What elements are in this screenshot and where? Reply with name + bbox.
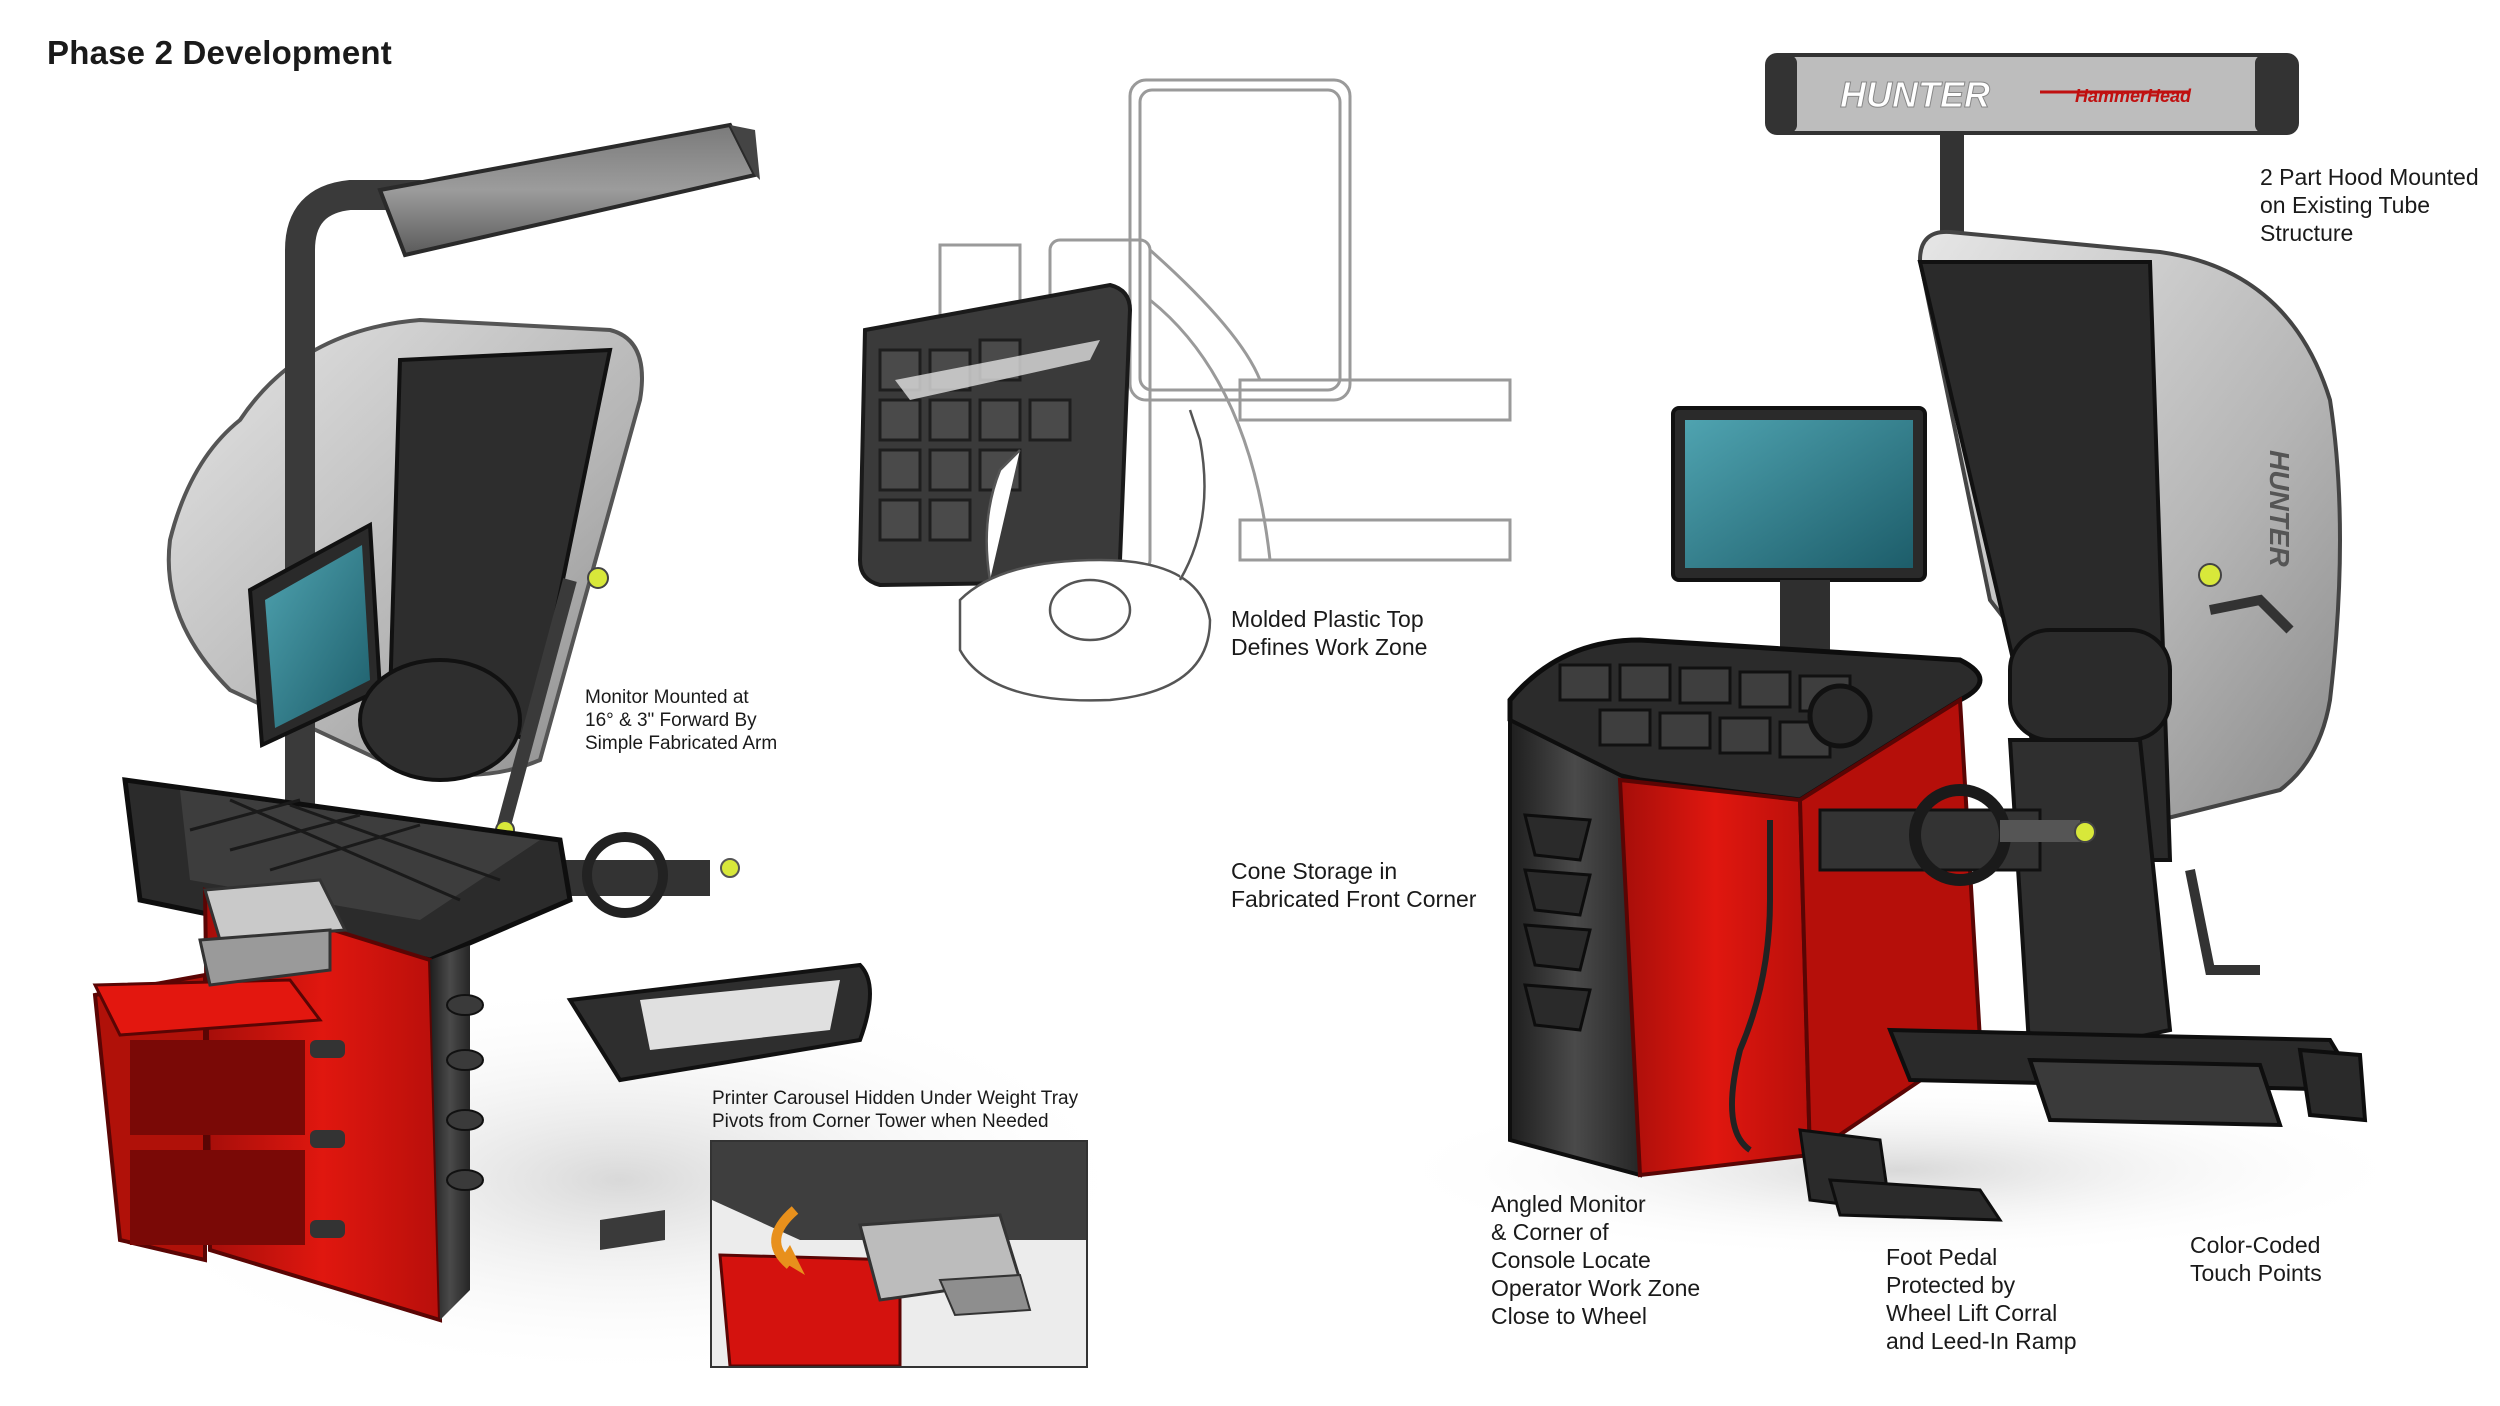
left-cone-storage [446, 994, 484, 1191]
annotation-hood: 2 Part Hood Mounted on Existing Tube Str… [2260, 164, 2479, 246]
left-printer [198, 878, 348, 987]
annotation-monitor: Monitor Mounted at 16° & 3" Forward By S… [585, 687, 778, 754]
foot-pedal-corral [1798, 1128, 2003, 1222]
left-spindle [560, 832, 740, 918]
annotation-foot-pedal: Foot Pedal Protected by Wheel Lift Corra… [1886, 1244, 2077, 1354]
hunter-logo: HUNTER [1840, 74, 1990, 115]
top-view-sketch [857, 78, 1512, 702]
left-light-arm [285, 180, 435, 835]
left-wheel-lift [566, 962, 872, 1250]
hood-logo: HUNTER [2264, 450, 2295, 567]
right-wheel-balancer: HUNTER HammerHead HUNTER [1380, 53, 2420, 1260]
annotation-touch-points: Color-Coded Touch Points [2190, 1232, 2322, 1286]
annotation-plastic-top: Molded Plastic Top Defines Work Zone [1231, 606, 1428, 660]
left-monitor [247, 521, 383, 749]
page-title: Phase 2 Development [47, 34, 392, 71]
right-wheel-lift [1887, 1027, 2368, 1128]
printer-carousel-inset [712, 1142, 1086, 1368]
touch-point-knob [2074, 821, 2096, 843]
annotation-angled-monitor: Angled Monitor & Corner of Console Locat… [1491, 1191, 1701, 1329]
left-red-cabinet [92, 887, 470, 1323]
operator-sketch [958, 409, 1212, 702]
annotation-cone-storage: Cone Storage in Fabricated Front Corner [1231, 858, 1477, 912]
right-cone-storage [1523, 813, 1592, 1032]
left-work-light [377, 122, 760, 258]
right-work-light: HUNTER HammerHead [1765, 53, 2299, 135]
inset-frame [710, 1140, 1088, 1368]
right-spindle [1818, 784, 2096, 886]
touch-point-knob [587, 567, 609, 589]
annotation-printer: Printer Carousel Hidden Under Weight Tra… [712, 1088, 1079, 1132]
left-wheel-balancer [92, 122, 1140, 1380]
right-monitor [1671, 406, 1927, 660]
plastic-top-tray [857, 282, 1133, 588]
touch-point-knob [2198, 563, 2222, 587]
hammerhead-logo: HammerHead [2075, 86, 2192, 106]
